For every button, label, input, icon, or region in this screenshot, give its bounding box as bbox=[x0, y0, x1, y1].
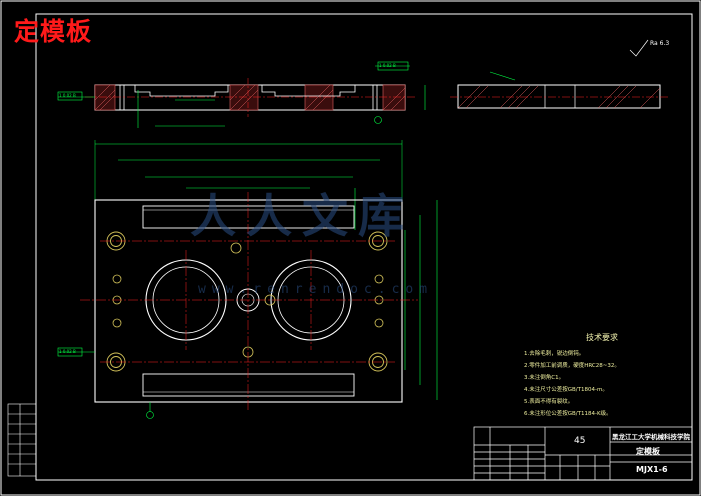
tech-requirement-item: 1.去除毛刺，锐边倒钝。 bbox=[524, 351, 585, 357]
sheet-inner-border bbox=[35, 13, 693, 481]
school-label: 黑龙江工大学机械科技学院 bbox=[612, 433, 690, 441]
tolerance-frame-right: 1 0.02 B bbox=[379, 63, 396, 68]
tech-requirement-item: 6.未注形位公差按GB/T1184-K级。 bbox=[524, 411, 612, 417]
drawing-number: MJX1-6 bbox=[636, 465, 668, 474]
tech-requirement-item: 5.表面不得有裂纹。 bbox=[524, 399, 574, 405]
tech-requirement-item: 2.零件加工前调质，硬度HRC28~32。 bbox=[524, 363, 620, 369]
left-stamp-block bbox=[7, 403, 37, 477]
technical-requirements: 技术要求 1.去除毛刺，锐边倒钝。 2.零件加工前调质，硬度HRC28~32。 … bbox=[524, 332, 620, 420]
material-label: 45 bbox=[574, 436, 586, 446]
tech-requirements-heading: 技术要求 bbox=[586, 333, 618, 342]
roughness-label: Ra 6.3 bbox=[650, 40, 669, 47]
watermark-url: www.renrendoc.com bbox=[198, 282, 434, 297]
tolerance-frame-top: 1 0.02 B bbox=[59, 93, 76, 98]
section-view-side bbox=[450, 71, 668, 109]
title-block bbox=[473, 426, 693, 481]
section-view-main bbox=[57, 61, 426, 128]
drawing-title: 定模板 bbox=[14, 17, 93, 46]
tech-requirement-item: 4.未注尺寸公差按GB/T1804-m。 bbox=[524, 387, 608, 393]
tech-requirement-item: 3.未注倒角C1。 bbox=[524, 375, 565, 381]
part-name: 定模板 bbox=[636, 447, 660, 456]
roughness-symbol bbox=[629, 39, 649, 57]
plan-view bbox=[57, 140, 438, 419]
watermark-text: 人人文库 bbox=[190, 189, 414, 243]
tolerance-frame-plan: 1 0.02 B bbox=[59, 349, 76, 354]
